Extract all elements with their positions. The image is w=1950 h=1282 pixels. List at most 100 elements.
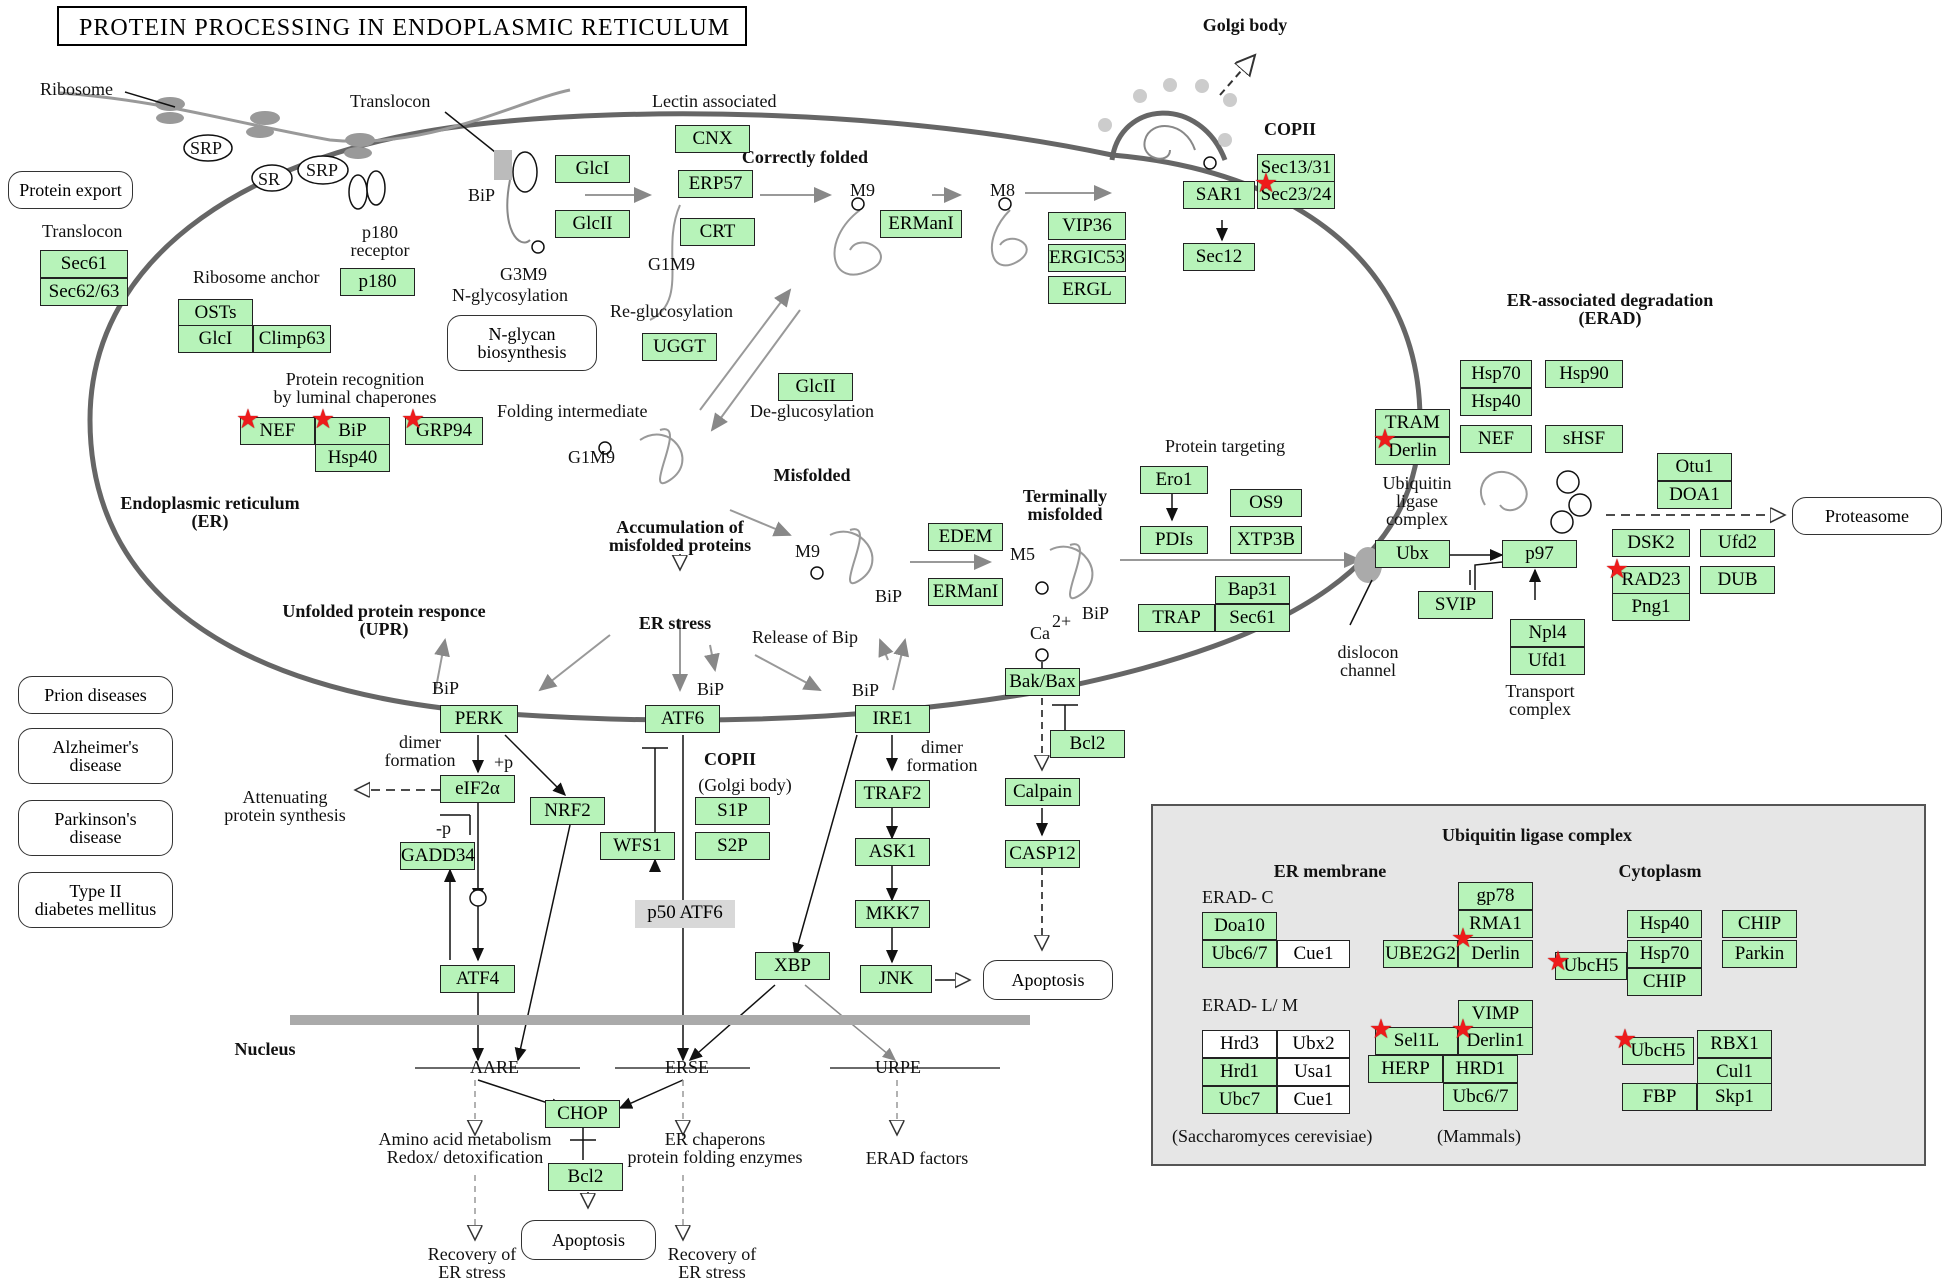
gene-atf4[interactable]: ATF4: [440, 965, 515, 993]
gene-ufd2[interactable]: Ufd2: [1700, 529, 1775, 557]
gene-sec1331[interactable]: Sec13/31: [1257, 154, 1335, 182]
gene-bakbax[interactable]: Bak/Bax: [1005, 668, 1080, 696]
gene-rbx1[interactable]: RBX1: [1697, 1030, 1772, 1058]
gene-png1[interactable]: Png1: [1612, 593, 1690, 621]
link-proteasome[interactable]: Proteasome: [1792, 497, 1942, 535]
gene-jnk[interactable]: JNK: [860, 965, 932, 993]
gene-rma1[interactable]: RMA1: [1458, 910, 1533, 938]
gene-cul1[interactable]: Cul1: [1697, 1058, 1772, 1086]
gene-sec12[interactable]: Sec12: [1183, 243, 1255, 271]
gene-nrf2[interactable]: NRF2: [530, 797, 605, 825]
link-apoptosis1[interactable]: Apoptosis: [983, 960, 1113, 1000]
gene-casp12[interactable]: CASP12: [1005, 840, 1080, 868]
gene-os9[interactable]: OS9: [1230, 489, 1302, 517]
gene-ubc67-2[interactable]: Ubc6/7: [1443, 1083, 1518, 1111]
gene-hrd3[interactable]: Hrd3: [1202, 1030, 1277, 1058]
gene-perk[interactable]: PERK: [440, 705, 518, 733]
gene-cnx[interactable]: CNX: [675, 125, 750, 153]
gene-cue1[interactable]: Cue1: [1277, 940, 1350, 968]
gene-glci-a[interactable]: GlcI: [178, 325, 253, 353]
link-apoptosis2[interactable]: Apoptosis: [521, 1220, 656, 1260]
gene-nef-2[interactable]: NEF: [1460, 425, 1532, 453]
gene-gp78[interactable]: gp78: [1458, 882, 1533, 910]
gene-chip-2[interactable]: CHIP: [1627, 968, 1702, 996]
gene-sel1l[interactable]: Sel1L: [1375, 1027, 1458, 1055]
gene-crt[interactable]: CRT: [680, 218, 755, 246]
gene-dsk2[interactable]: DSK2: [1612, 529, 1690, 557]
gene-usa1[interactable]: Usa1: [1277, 1058, 1350, 1086]
gene-hrd1[interactable]: Hrd1: [1202, 1058, 1277, 1086]
gene-ubc7[interactable]: Ubc7: [1202, 1086, 1277, 1114]
gene-ask1[interactable]: ASK1: [855, 838, 930, 866]
gene-ermani[interactable]: ERManI: [880, 210, 962, 238]
gene-traf2[interactable]: TRAF2: [855, 780, 930, 808]
gene-hsp90[interactable]: Hsp90: [1545, 360, 1623, 388]
gene-s1p[interactable]: S1P: [695, 797, 770, 825]
gene-glcii[interactable]: GlcII: [555, 210, 630, 238]
gene-ubx[interactable]: Ubx: [1375, 540, 1450, 568]
gene-tram[interactable]: TRAM: [1375, 409, 1450, 437]
gene-npl4[interactable]: Npl4: [1510, 619, 1585, 647]
gene-s2p[interactable]: S2P: [695, 832, 770, 860]
gene-grp94[interactable]: GRP94: [405, 417, 483, 445]
gene-xbp[interactable]: XBP: [755, 952, 830, 980]
gene-vip36[interactable]: VIP36: [1048, 212, 1126, 240]
link-prion[interactable]: Prion diseases: [18, 676, 173, 714]
gene-sec61-2[interactable]: Sec61: [1215, 604, 1290, 632]
gene-vimp[interactable]: VIMP: [1458, 1000, 1533, 1028]
gene-ermani-2[interactable]: ERManI: [928, 578, 1003, 606]
link-protein-export[interactable]: Protein export: [8, 171, 133, 209]
gene-fbp[interactable]: FBP: [1622, 1083, 1697, 1111]
gene-ubx2[interactable]: Ubx2: [1277, 1030, 1350, 1058]
gene-sec61[interactable]: Sec61: [40, 250, 128, 278]
gene-shsf[interactable]: sHSF: [1545, 425, 1623, 453]
gene-parkin[interactable]: Parkin: [1722, 940, 1797, 968]
gene-sec2324[interactable]: Sec23/24: [1257, 181, 1335, 209]
gene-hsp40[interactable]: Hsp40: [315, 444, 390, 472]
gene-bcl2-2[interactable]: Bcl2: [548, 1163, 623, 1191]
gene-eif2a[interactable]: eIF2α: [440, 775, 515, 803]
gene-sec62[interactable]: Sec62/63: [40, 278, 128, 306]
gene-pdis[interactable]: PDIs: [1140, 526, 1208, 554]
gene-skp1[interactable]: Skp1: [1697, 1083, 1772, 1111]
gene-gadd34[interactable]: GADD34: [400, 842, 475, 870]
gene-ufd1[interactable]: Ufd1: [1510, 647, 1585, 675]
gene-hsp70[interactable]: Hsp70: [1460, 360, 1532, 388]
gene-bip[interactable]: BiP: [315, 417, 390, 445]
gene-hrd1-2[interactable]: HRD1: [1443, 1055, 1518, 1083]
gene-hsp70-2[interactable]: Hsp70: [1627, 940, 1702, 968]
gene-mkk7[interactable]: MKK7: [855, 900, 930, 928]
gene-edem[interactable]: EDEM: [928, 523, 1003, 551]
gene-bap31[interactable]: Bap31: [1215, 576, 1290, 604]
gene-svip[interactable]: SVIP: [1418, 591, 1493, 619]
gene-ero1[interactable]: Ero1: [1140, 466, 1208, 494]
gene-osts[interactable]: OSTs: [178, 299, 253, 327]
gene-otu1[interactable]: Otu1: [1657, 453, 1732, 481]
gene-cue1-2[interactable]: Cue1: [1277, 1086, 1350, 1114]
gene-doa1[interactable]: DOA1: [1657, 481, 1732, 509]
gene-derlin-2[interactable]: Derlin: [1458, 940, 1533, 968]
gene-ergic53[interactable]: ERGIC53: [1048, 244, 1126, 272]
gene-uggt[interactable]: UGGT: [642, 333, 717, 361]
gene-climp63[interactable]: Climp63: [253, 325, 331, 353]
gene-dub[interactable]: DUB: [1700, 566, 1775, 594]
gene-chip[interactable]: CHIP: [1722, 910, 1797, 938]
gene-chop[interactable]: CHOP: [545, 1100, 620, 1128]
gene-glci[interactable]: GlcI: [555, 155, 630, 183]
gene-derlin[interactable]: Derlin: [1375, 437, 1450, 465]
gene-sar1[interactable]: SAR1: [1183, 181, 1255, 209]
gene-ire1[interactable]: IRE1: [855, 705, 930, 733]
gene-ubch5[interactable]: UbcH5: [1555, 952, 1627, 980]
gene-doa10[interactable]: Doa10: [1202, 912, 1277, 940]
gene-glcii-2[interactable]: GlcII: [778, 373, 853, 401]
gene-ubch5-2[interactable]: UbcH5: [1622, 1037, 1694, 1065]
gene-calpain[interactable]: Calpain: [1005, 778, 1080, 806]
gene-ube2g2[interactable]: UBE2G2: [1383, 940, 1458, 968]
gene-hsp40-2[interactable]: Hsp40: [1460, 388, 1532, 416]
gene-rad23[interactable]: RAD23: [1612, 566, 1690, 594]
gene-atf6[interactable]: ATF6: [645, 705, 720, 733]
